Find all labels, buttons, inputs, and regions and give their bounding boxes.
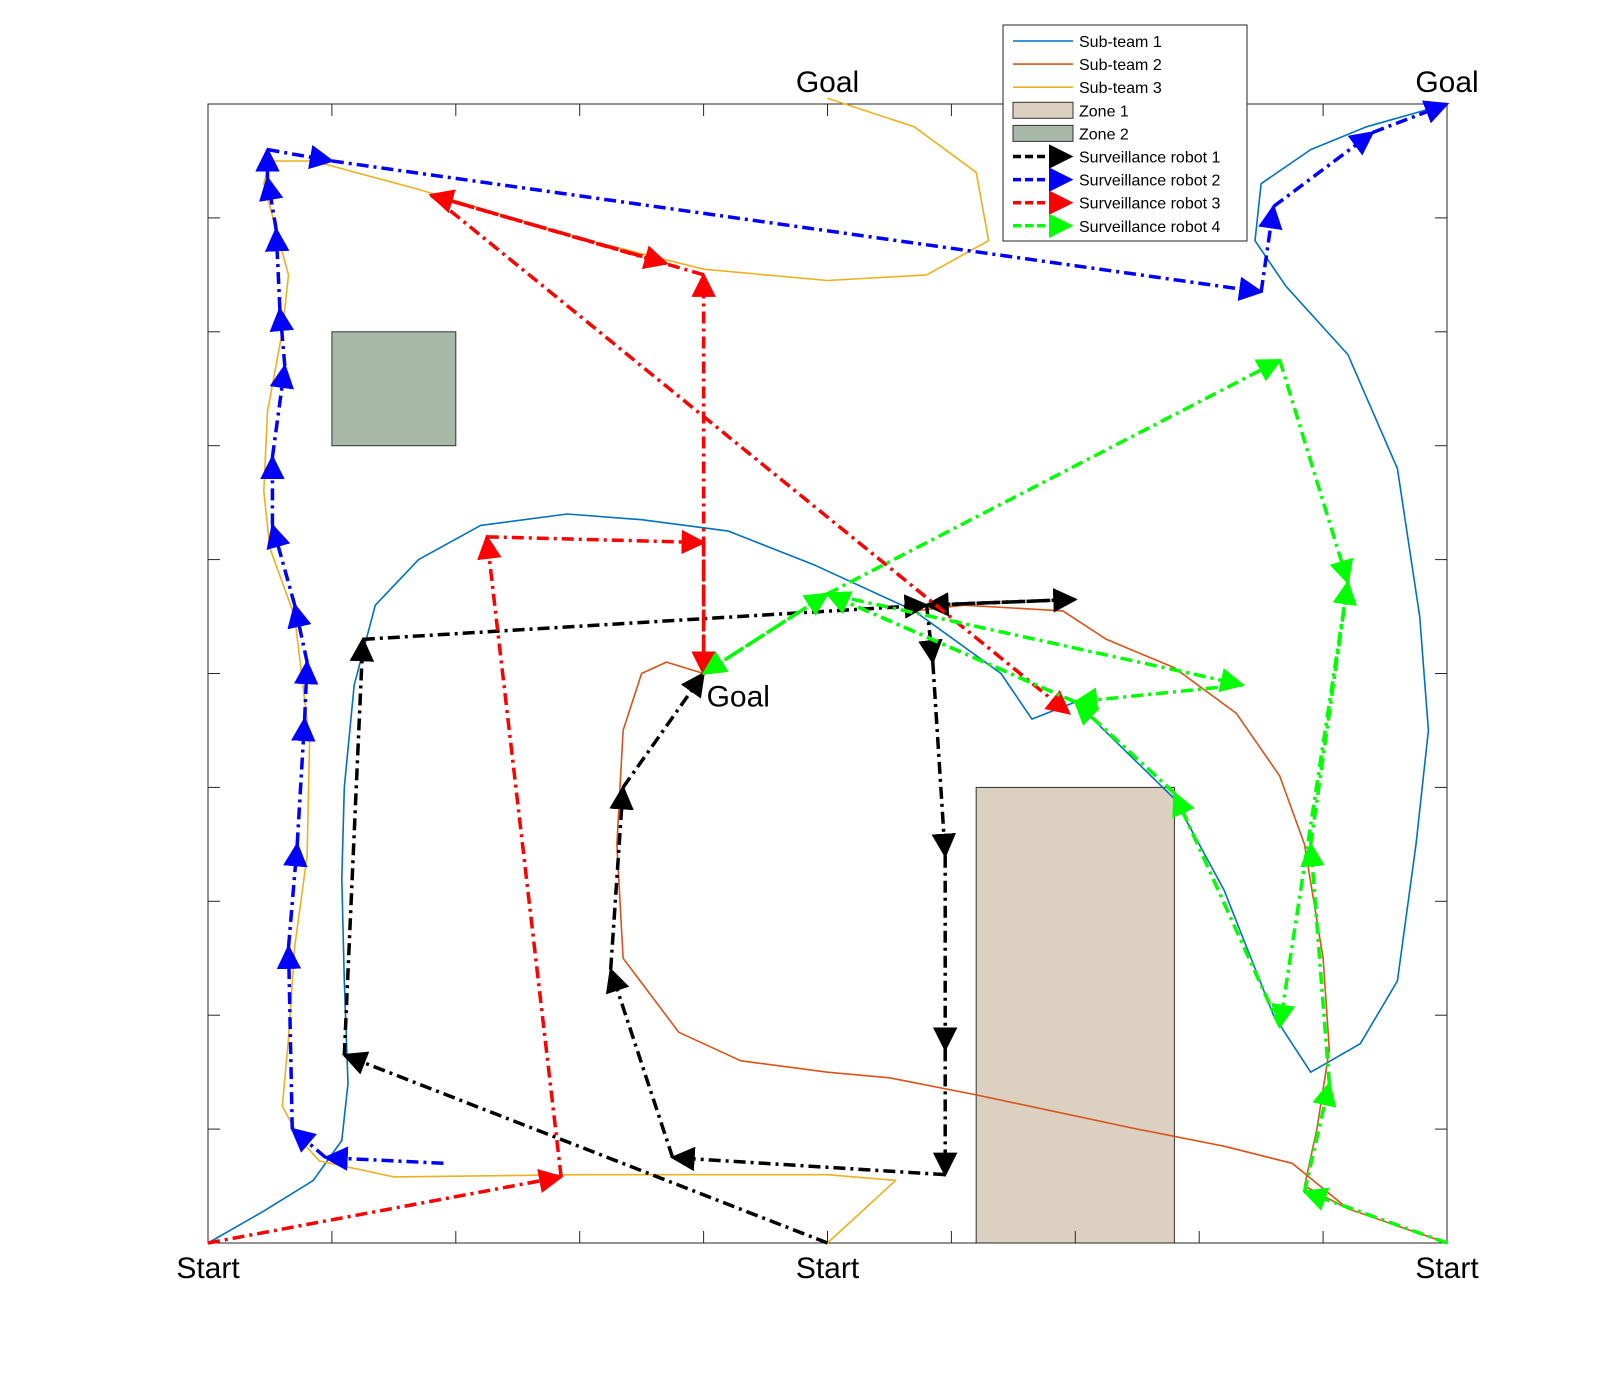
series-sub-team-3 (262, 97, 990, 1244)
legend-entry-surveillance-robot-1: Surveillance robot 1 (1013, 144, 1221, 169)
series-line (207, 103, 1448, 1244)
zone-2 (331, 331, 457, 447)
legend-label: Zone 2 (1079, 126, 1129, 143)
series-segment (429, 193, 1072, 715)
series-segment (1073, 700, 1176, 795)
series-segment (342, 636, 375, 1056)
series-segment (266, 523, 297, 606)
series-segment (1372, 100, 1450, 135)
series-segment (608, 784, 634, 970)
legend-entry-zone-2: Zone 2 (1012, 124, 1129, 143)
series-segment (291, 716, 316, 845)
legend-label: Zone 1 (1079, 103, 1129, 120)
series-segment (207, 1168, 564, 1245)
series-layer (207, 97, 1450, 1245)
series-surveillance-robot-2 (255, 100, 1450, 1171)
series-segment (331, 159, 1264, 301)
series-segment (1302, 1081, 1337, 1193)
series-segment (276, 944, 302, 1130)
series-segment (290, 1127, 327, 1159)
legend-entry-sub-team-3: Sub-team 3 (1013, 80, 1162, 97)
series-segment (477, 534, 563, 1178)
series-segment (1172, 790, 1282, 1028)
legend-entry-sub-team-2: Sub-team 2 (1013, 57, 1162, 74)
legend-entry-surveillance-robot-4: Surveillance robot 4 (1013, 213, 1221, 239)
zones-layer (331, 331, 1175, 1244)
series-segment (267, 145, 335, 170)
legend-label: Sub-team 1 (1079, 34, 1162, 51)
legend-label: Surveillance robot 4 (1079, 219, 1221, 236)
legend-label: Sub-team 3 (1079, 80, 1162, 97)
series-segment (670, 1146, 946, 1177)
zone-1 (975, 786, 1175, 1244)
series-segment (931, 661, 957, 859)
series-sub-team-1 (207, 103, 1448, 1244)
annotation-goal: Goal (1415, 66, 1478, 99)
series-segment (621, 671, 706, 789)
series-segment (825, 591, 1077, 704)
series-segment (362, 594, 930, 642)
legend-entry-sub-team-1: Sub-team 1 (1013, 34, 1162, 51)
series-segment (428, 189, 667, 266)
series-segment (1072, 683, 1243, 712)
series-segment (1300, 841, 1332, 1084)
series-line (262, 97, 990, 1244)
legend-label: Surveillance robot 1 (1079, 150, 1221, 167)
series-segment (259, 175, 284, 230)
series-surveillance-robot-1 (342, 588, 1078, 1245)
annotation-start: Start (176, 1252, 240, 1285)
series-segment (287, 602, 312, 663)
annotation-goal: Goal (707, 681, 770, 714)
series-segment (1258, 204, 1283, 293)
annotation-start: Start (1415, 1252, 1479, 1285)
legend: Sub-team 1 Sub-team 2 Sub-team 3 Zone 1 Zone… (1002, 24, 1248, 242)
series-segment (1278, 359, 1354, 585)
legend-entry-zone-1: Zone 1 (1012, 101, 1129, 120)
annotation-start: Start (796, 1252, 860, 1285)
series-segment (918, 604, 943, 665)
series-segment (486, 529, 707, 555)
series-segment (430, 193, 669, 270)
series-surveillance-robot-4 (701, 358, 1448, 1245)
series-segment (269, 363, 294, 458)
legend-label: Surveillance robot 2 (1079, 173, 1221, 190)
series-segment (826, 358, 1282, 596)
legend-label: Sub-team 2 (1079, 57, 1162, 74)
legend-swatch (1012, 124, 1074, 142)
series-segment (605, 967, 675, 1159)
series-segment (293, 659, 319, 720)
legend-entry-surveillance-robot-3: Surveillance robot 3 (1013, 190, 1221, 215)
series-segment (1302, 1187, 1448, 1245)
series-segment (1272, 131, 1375, 208)
series-segment (269, 306, 294, 367)
series-segment (283, 841, 308, 948)
series-segment (342, 1051, 829, 1245)
legend-entry-surveillance-robot-2: Surveillance robot 2 (1013, 167, 1221, 192)
legend-label: Surveillance robot 3 (1079, 196, 1221, 213)
annotation-goal: Goal (796, 66, 859, 99)
series-segment (827, 592, 1245, 693)
legend-swatch (1012, 101, 1074, 119)
series-segment (323, 1146, 444, 1171)
